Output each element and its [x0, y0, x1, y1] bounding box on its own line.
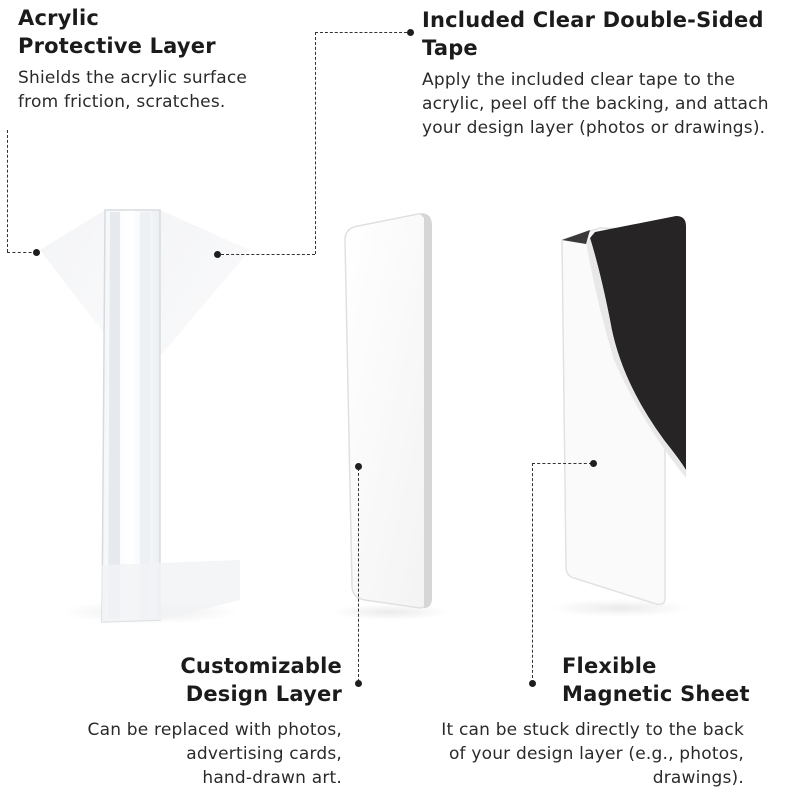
design-card-icon: [330, 212, 450, 620]
tape-connector-horizontal: [315, 32, 407, 33]
acrylic-connector-horizontal: [7, 252, 37, 253]
callout-acrylic-description: Shields the acrylic surface from frictio…: [18, 68, 248, 112]
tape-connector-film: [221, 254, 315, 255]
callout-magnet-title: Flexible Magnetic Sheet: [562, 654, 750, 706]
magnet-title-dot: [529, 680, 536, 687]
callout-magnet: Flexible Magnetic Sheet: [562, 652, 797, 708]
acrylic-marker-dot: [33, 249, 40, 256]
design-marker-dot: [355, 463, 362, 470]
callout-acrylic: Acrylic Protective Layer Shields the acr…: [18, 4, 308, 114]
callout-tape-title: Included Clear Double-Sided Tape: [422, 8, 764, 60]
callout-tape: Included Clear Double-Sided Tape Apply t…: [422, 6, 797, 140]
callout-magnet-description: It can be stuck directly to the back of …: [441, 720, 744, 788]
callout-acrylic-title: Acrylic Protective Layer: [18, 6, 216, 58]
tape-marker-dot: [407, 29, 414, 36]
tape-connector-vertical: [315, 32, 316, 254]
callout-tape-description: Apply the included clear tape to the acr…: [422, 70, 769, 138]
magnet-connector-vertical: [532, 463, 533, 683]
magnet-marker-dot: [590, 460, 597, 467]
acrylic-block-icon: [40, 209, 250, 624]
callout-design-title: Customizable Design Layer: [180, 654, 342, 706]
design-connector-vertical: [358, 468, 359, 682]
callout-design-description: Can be replaced with photos, advertising…: [87, 720, 342, 788]
magnetic-sheet-icon: [550, 216, 690, 617]
magnet-connector-horizontal: [532, 463, 592, 464]
design-title-dot: [355, 680, 362, 687]
callout-design: Customizable Design Layer Can be replace…: [40, 652, 342, 790]
tape-marker-dot-film: [214, 251, 221, 258]
acrylic-connector-vertical: [7, 130, 8, 252]
